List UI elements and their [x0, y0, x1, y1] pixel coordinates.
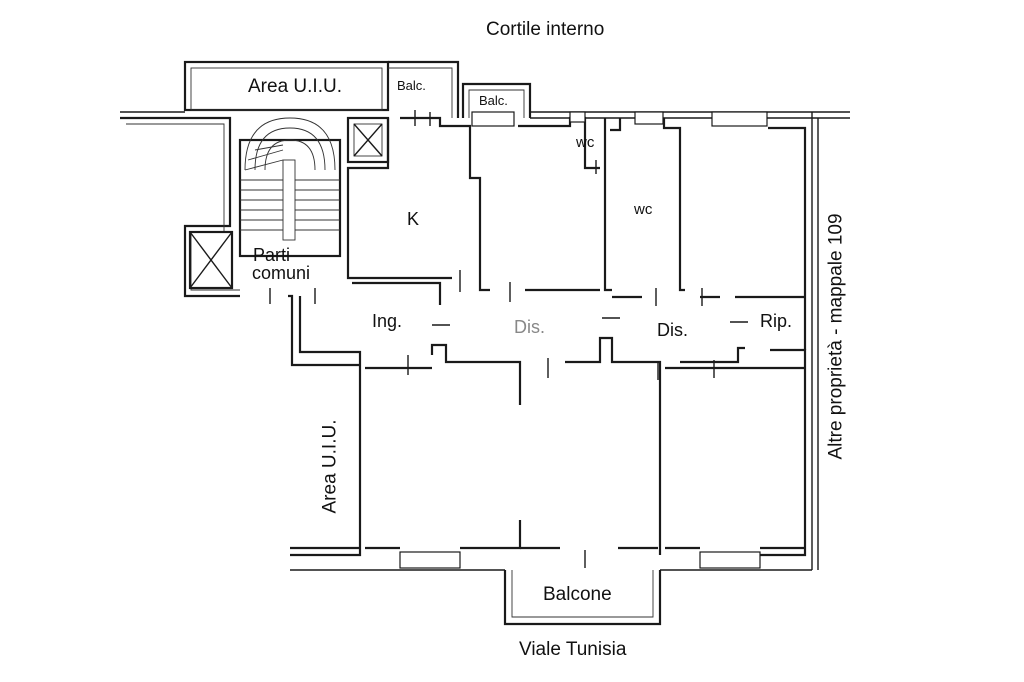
- area-uiu-top-label: Area U.I.U.: [248, 76, 342, 97]
- courtyard-label: Cortile interno: [486, 19, 605, 40]
- area-uiu-left-label: Area U.I.U.: [319, 419, 341, 514]
- wc-large-label: wc: [634, 201, 653, 218]
- balcony-right-label: Balc.: [479, 93, 508, 108]
- staircase: [120, 116, 342, 298]
- area-uiu-top-box: [183, 60, 390, 112]
- kitchen-label: K: [407, 209, 420, 229]
- door-marks: [269, 112, 748, 380]
- balcony-left-top: [388, 60, 460, 126]
- shaft: [346, 116, 390, 164]
- common-parts-label-1: Parti: [253, 245, 291, 265]
- balcony-left-label: Balc.: [397, 78, 426, 93]
- entrance-label: Ing.: [372, 311, 403, 331]
- windows: [399, 111, 768, 569]
- common-parts-label-2: comuni: [252, 263, 311, 283]
- neighbour-property-label: Altre proprietà - mappale 109: [825, 213, 847, 460]
- balcone-bottom: [503, 550, 662, 626]
- wc-small-label: wc: [576, 134, 595, 151]
- apartment-walls: [288, 116, 812, 571]
- storage-label: Rip.: [760, 311, 793, 331]
- street-label: Viale Tunisia: [519, 639, 627, 660]
- hallway-right-label: Dis.: [657, 320, 688, 340]
- hallway-center-label: Dis.: [514, 317, 545, 337]
- neighbour-boundary: [811, 112, 819, 570]
- balcone-label: Balcone: [543, 584, 612, 605]
